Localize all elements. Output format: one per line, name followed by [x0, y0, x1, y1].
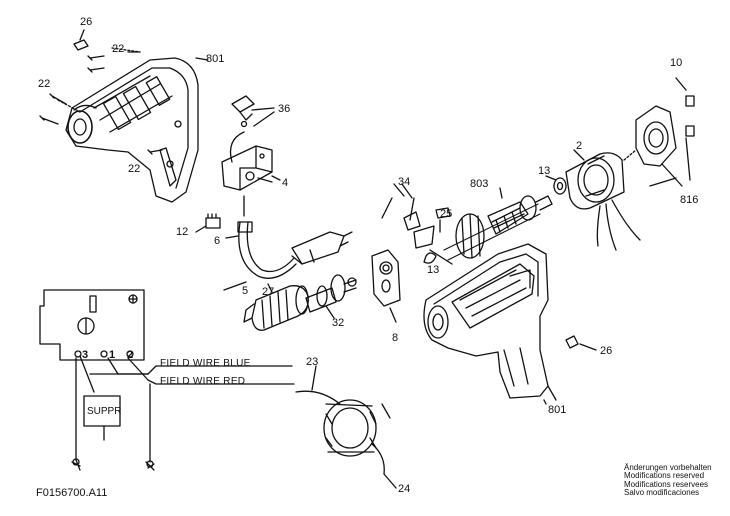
label-24: 24 — [398, 483, 411, 495]
label-803: 803 — [470, 178, 489, 190]
armature-803 — [443, 187, 553, 261]
spindle-32 — [305, 274, 357, 319]
label-4: 4 — [282, 177, 289, 189]
suppressor-label: SUPPR — [87, 406, 122, 417]
label-32: 32 — [332, 317, 345, 329]
gear-plate-8 — [371, 249, 401, 323]
label-801-bottom: 801 — [548, 404, 567, 416]
label-12: 12 — [176, 226, 189, 238]
note-fr: Modifications reservees — [624, 479, 709, 489]
terminal-3: 3 — [82, 349, 89, 361]
label-23: 23 — [306, 356, 319, 368]
terminal-1: 1 — [109, 349, 116, 361]
terminal-2: 2 — [127, 349, 134, 361]
part-34 — [381, 183, 435, 249]
label-34: 34 — [398, 176, 411, 188]
note-en: Modifications reserved — [624, 471, 705, 481]
note-es: Salvo modificaciones — [624, 488, 700, 498]
label-26-top: 26 — [80, 16, 93, 28]
label-22-left: 22 — [38, 78, 51, 90]
modification-notes: Änderungen vorbehalten Modifications res… — [624, 463, 712, 498]
switch-4 — [221, 131, 273, 191]
clip-26-top — [73, 39, 89, 51]
field-wire-red-label: FIELD WIRE RED — [160, 376, 246, 387]
label-27: 27 — [262, 286, 275, 298]
note-de: Änderungen vorbehalten — [624, 463, 712, 472]
part-25 — [423, 207, 453, 265]
housing-half-right — [423, 243, 557, 401]
connector-12 — [195, 213, 221, 233]
label-801-top: 801 — [206, 53, 225, 65]
cord-and-plug — [223, 195, 353, 291]
label-22-top: 22 — [112, 43, 125, 55]
wiring-schematic — [39, 289, 295, 471]
label-36: 36 — [278, 103, 291, 115]
label-10: 10 — [670, 57, 683, 69]
label-22-mid: 22 — [128, 163, 141, 175]
brush-holder-36 — [231, 95, 275, 128]
label-26-bottom: 26 — [600, 345, 613, 357]
label-6: 6 — [214, 235, 221, 247]
label-2: 2 — [576, 140, 583, 152]
end-cap-816 — [623, 77, 695, 187]
label-13-upper: 13 — [538, 165, 551, 177]
clip-26-bottom — [565, 335, 579, 349]
label-816: 816 — [680, 194, 699, 206]
label-13-lower: 13 — [427, 264, 440, 276]
brush-ring-23-24 — [295, 365, 397, 489]
field-coil-2 — [565, 149, 641, 251]
label-25: 25 — [440, 208, 453, 220]
screws-22 — [39, 47, 163, 155]
field-wire-blue-label: FIELD WIRE BLUE — [160, 358, 251, 369]
drawing-code: F0156700.A11 — [36, 487, 108, 499]
label-8: 8 — [392, 332, 399, 344]
housing-half-left — [65, 57, 199, 203]
bearing-13 — [545, 175, 567, 195]
label-5: 5 — [242, 285, 249, 297]
chuck-27 — [243, 283, 309, 331]
